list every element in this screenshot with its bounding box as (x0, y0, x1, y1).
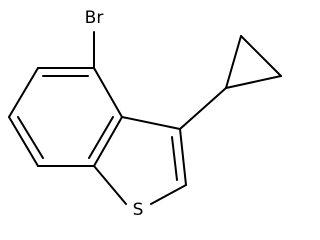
double-bond-c3-c2 (171, 136, 178, 181)
bond-c7a-c3a (93, 116, 123, 167)
bond-c2-s (150, 184, 187, 205)
bromine-atom-label: Br (85, 8, 104, 28)
double-bond-c6-c7 (17, 116, 44, 159)
chemical-structure: Br S (8, 8, 282, 220)
bond-c3a-c4 (93, 67, 123, 118)
bond-c3-cyclopropyl (179, 87, 227, 130)
bond-s-c7a (93, 165, 127, 205)
double-bond-c7a-c3a (88, 116, 114, 159)
bond-c6-c7 (8, 116, 39, 167)
cyclopropyl-bond-2 (240, 35, 282, 77)
cyclopropyl-bond-3 (225, 75, 282, 89)
bond-c3a-c3 (121, 116, 181, 130)
bond-c5-c6 (8, 67, 39, 118)
sulfur-atom-label: S (133, 200, 144, 220)
bond-c3-c2 (179, 128, 187, 186)
cyclopropyl-bond-1 (225, 35, 242, 89)
